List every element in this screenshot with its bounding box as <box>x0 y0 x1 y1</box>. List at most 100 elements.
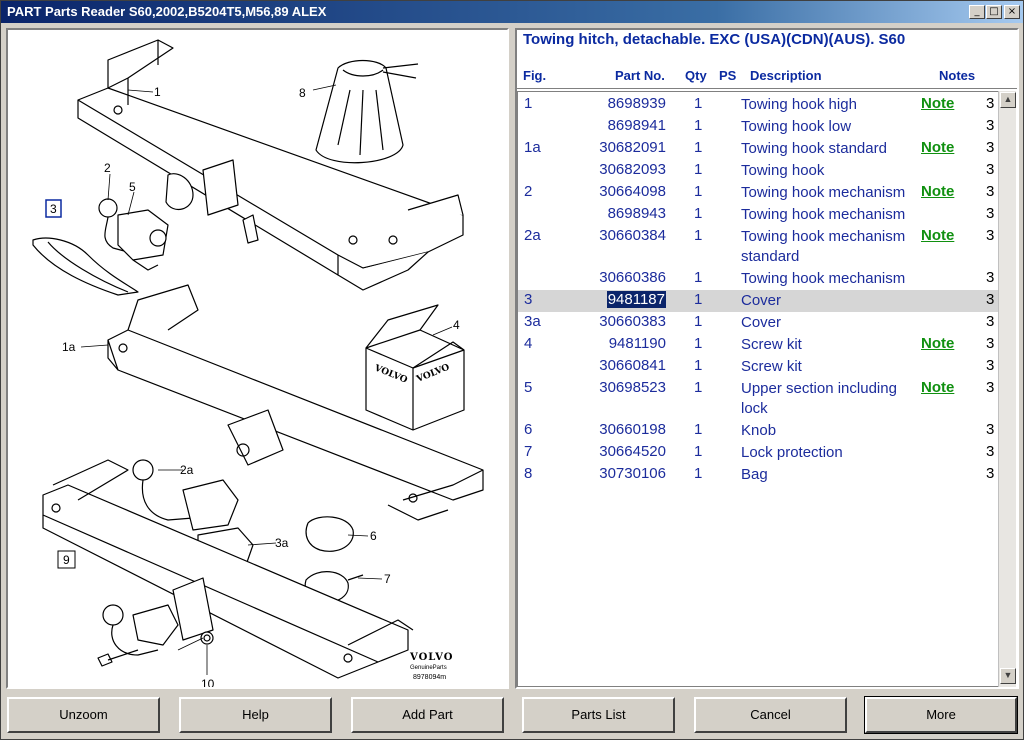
row-description: Bag <box>741 466 768 483</box>
callout-1a[interactable]: 1a <box>62 340 76 354</box>
row-description: Cover <box>741 292 782 309</box>
more-button[interactable]: More <box>864 696 1018 734</box>
callout-7[interactable]: 7 <box>384 572 391 586</box>
table-row[interactable]: 3a 30660383 1 Cover 3 <box>518 312 998 334</box>
row-part-no: 30660386 <box>599 269 666 286</box>
row-qty: 1 <box>694 227 703 244</box>
window-title: PART Parts Reader S60,2002,B5204T5,M56,8… <box>7 4 327 19</box>
callout-9[interactable]: 9 <box>63 553 70 567</box>
row-value: 3 <box>986 313 995 330</box>
callout-2a[interactable]: 2a <box>180 463 194 477</box>
row-value: 3 <box>986 205 995 222</box>
add-part-button[interactable]: Add Part <box>351 697 504 733</box>
vertical-scrollbar[interactable]: ▲ ▼ <box>998 91 1016 687</box>
header-ps: PS <box>719 68 737 83</box>
row-part-no: 8698941 <box>607 117 666 134</box>
table-row[interactable]: 30682093 1 Towing hook 3 <box>518 160 998 182</box>
maximize-button[interactable]: □ <box>986 5 1002 19</box>
volvo-logo: VOLVO <box>409 652 453 663</box>
table-row[interactable]: 6 30660198 1 Knob 3 <box>518 420 998 442</box>
row-value: 3 <box>986 291 995 308</box>
volvo-genuine-parts: GenuineParts <box>410 665 447 671</box>
table-row[interactable]: 30660841 1 Screw kit 3 <box>518 356 998 378</box>
callout-1[interactable]: 1 <box>154 85 161 99</box>
row-value: 3 <box>986 139 995 156</box>
row-description: Towing hook mechanism <box>741 184 906 201</box>
callout-3a[interactable]: 3a <box>275 536 289 550</box>
table-row[interactable]: 1 8698939 1 Towing hook high Note 3 <box>518 94 998 116</box>
parts-list[interactable]: 1 8698939 1 Towing hook high Note 3 8698… <box>517 91 998 687</box>
callout-2[interactable]: 2 <box>104 161 111 175</box>
row-fig: 2 <box>524 183 533 200</box>
diagram-callouts[interactable]: 1 8 2 5 3 1a 4 2a 3a 6 7 9 10 <box>45 85 460 687</box>
row-description: Towing hook mechanism standard <box>741 228 906 265</box>
table-row[interactable]: 8 30730106 1 Bag 3 <box>518 464 998 486</box>
table-row[interactable]: 30660386 1 Towing hook mechanism 3 <box>518 268 998 290</box>
row-note-link[interactable]: Note <box>921 379 955 396</box>
row-qty: 1 <box>694 139 703 156</box>
row-qty: 1 <box>694 205 703 222</box>
row-qty: 1 <box>694 117 703 134</box>
table-row[interactable]: 1a 30682091 1 Towing hook standard Note … <box>518 138 998 160</box>
row-description: Towing hook low <box>741 118 852 135</box>
parts-list-title: Towing hitch, detachable. EXC (USA)(CDN)… <box>523 31 906 48</box>
row-part-no: 30698523 <box>599 379 666 396</box>
scroll-up-button[interactable]: ▲ <box>1000 92 1016 108</box>
row-fig: 7 <box>524 443 533 460</box>
diagram-panel[interactable]: 1 8 2 5 3 1a 4 2a 3a 6 7 9 10 VOLVO VOLV… <box>6 28 509 689</box>
header-notes: Notes <box>939 68 976 83</box>
scroll-down-button[interactable]: ▼ <box>1000 668 1016 684</box>
row-value: 3 <box>986 227 995 244</box>
table-row[interactable]: 4 9481190 1 Screw kit Note 3 <box>518 334 998 356</box>
row-description: Upper section including lock <box>741 380 897 417</box>
callout-3[interactable]: 3 <box>50 202 57 216</box>
row-qty: 1 <box>694 183 703 200</box>
callout-10[interactable]: 10 <box>201 677 215 687</box>
row-fig: 3a <box>524 313 541 330</box>
row-part-no: 30664098 <box>599 183 666 200</box>
table-row[interactable]: 5 30698523 1 Upper section including loc… <box>518 378 998 420</box>
table-row[interactable]: 8698941 1 Towing hook low 3 <box>518 116 998 138</box>
table-row[interactable]: 2 30664098 1 Towing hook mechanism Note … <box>518 182 998 204</box>
parts-list-button[interactable]: Parts List <box>522 697 675 733</box>
row-note-link[interactable]: Note <box>921 95 955 112</box>
callout-4[interactable]: 4 <box>453 318 460 332</box>
unzoom-button[interactable]: Unzoom <box>7 697 160 733</box>
minimize-button[interactable]: _ <box>969 5 985 19</box>
row-description: Towing hook <box>741 162 825 179</box>
row-qty: 1 <box>694 313 703 330</box>
row-description: Knob <box>741 422 777 439</box>
row-description: Cover <box>741 314 782 331</box>
row-fig: 1 <box>524 95 533 112</box>
table-row[interactable]: 8698943 1 Towing hook mechanism 3 <box>518 204 998 226</box>
row-part-no: 9481187 <box>606 291 666 308</box>
cancel-button[interactable]: Cancel <box>694 697 847 733</box>
parts-diagram[interactable]: 1 8 2 5 3 1a 4 2a 3a 6 7 9 10 VOLVO VOLV… <box>8 30 507 687</box>
row-description: Towing hook standard <box>741 140 887 157</box>
callout-6[interactable]: 6 <box>370 529 377 543</box>
row-value: 3 <box>986 379 995 396</box>
row-fig: 5 <box>524 379 533 396</box>
callout-5[interactable]: 5 <box>129 180 136 194</box>
callout-8[interactable]: 8 <box>299 86 306 100</box>
row-part-no: 8698939 <box>607 95 666 112</box>
row-part-no: 30660198 <box>599 421 666 438</box>
row-part-no: 9481190 <box>608 335 666 352</box>
row-value: 3 <box>986 443 995 460</box>
row-note-link[interactable]: Note <box>921 335 955 352</box>
row-description: Screw kit <box>741 358 802 375</box>
row-description: Lock protection <box>741 444 843 461</box>
close-button[interactable]: × <box>1004 5 1020 19</box>
figure-id: 8978094m <box>413 674 446 681</box>
table-row[interactable]: 7 30664520 1 Lock protection 3 <box>518 442 998 464</box>
header-separator <box>517 88 1017 90</box>
row-note-link[interactable]: Note <box>921 183 955 200</box>
help-button[interactable]: Help <box>179 697 332 733</box>
title-bar[interactable]: PART Parts Reader S60,2002,B5204T5,M56,8… <box>1 1 1023 23</box>
row-note-link[interactable]: Note <box>921 227 955 244</box>
table-row-selected[interactable]: 3 9481187 1 Cover 3 <box>518 290 998 312</box>
row-note-link[interactable]: Note <box>921 139 955 156</box>
row-part-no: 30660841 <box>599 357 666 374</box>
table-row[interactable]: 2a 30660384 1 Towing hook mechanism stan… <box>518 226 998 268</box>
row-part-no: 30682093 <box>599 161 666 178</box>
